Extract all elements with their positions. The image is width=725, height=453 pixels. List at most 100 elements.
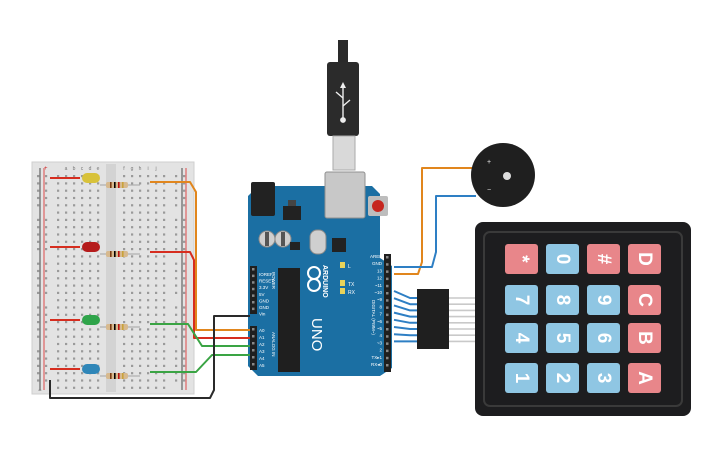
pin-label: ~6 bbox=[377, 319, 383, 324]
usb-cable-strain bbox=[338, 40, 348, 64]
keypad-key[interactable] bbox=[505, 323, 538, 353]
keypad-key-label: # bbox=[593, 254, 614, 265]
usb-cable bbox=[327, 40, 359, 171]
keypad-connector bbox=[417, 289, 449, 349]
power-jack bbox=[251, 182, 275, 216]
keypad-key[interactable] bbox=[546, 285, 579, 315]
led-rx-label: RX bbox=[348, 290, 356, 296]
wire-red-led-a1 bbox=[150, 251, 250, 339]
keypad-key[interactable] bbox=[587, 323, 620, 353]
column-letter: c bbox=[81, 166, 84, 172]
arduino-model-text: UNO bbox=[308, 318, 325, 351]
wire-blue-led-a3 bbox=[150, 354, 250, 373]
pin-label: 13 bbox=[377, 268, 383, 273]
column-letter: b bbox=[73, 166, 76, 172]
column-letter: f bbox=[123, 166, 125, 172]
keypad-key[interactable] bbox=[628, 244, 661, 274]
buzzer-hole bbox=[503, 172, 511, 180]
keypad-key[interactable] bbox=[505, 363, 538, 393]
buzzer-minus-label: − bbox=[487, 187, 491, 194]
keypad-connector-pins bbox=[449, 297, 476, 343]
keypad-key-label: A bbox=[634, 371, 655, 385]
wire-buzzer-minus bbox=[394, 195, 476, 268]
pin-label: TX▸1 bbox=[371, 355, 382, 360]
usb-icon bbox=[335, 82, 351, 123]
keypad-key[interactable] bbox=[546, 323, 579, 353]
keypad-key[interactable] bbox=[628, 285, 661, 315]
pin-label: ~10 bbox=[374, 290, 382, 295]
keypad-key[interactable] bbox=[628, 323, 661, 353]
resistor bbox=[106, 373, 128, 379]
column-letter: g bbox=[131, 166, 134, 172]
keypad-key-label: * bbox=[511, 255, 532, 263]
keypad-key[interactable] bbox=[505, 244, 538, 274]
keypad-key-label: 8 bbox=[552, 295, 573, 306]
resistor bbox=[106, 251, 128, 257]
analog-section-label: ANALOG IN bbox=[271, 332, 276, 357]
pin-label: ~11 bbox=[375, 283, 383, 288]
digital-section-label: DIGITAL (PWM~) bbox=[371, 300, 376, 335]
crystal-oscillator bbox=[309, 229, 327, 255]
wire-green-led-a2 bbox=[150, 323, 250, 347]
keypad-key-label: 6 bbox=[593, 333, 614, 344]
reset-button-cap bbox=[372, 200, 384, 212]
keypad-key-label: C bbox=[634, 293, 655, 307]
keypad-key[interactable] bbox=[587, 244, 620, 274]
led-group bbox=[50, 173, 140, 379]
rail-minus-label: − bbox=[38, 388, 42, 394]
keypad-key-label: 5 bbox=[552, 333, 573, 344]
led-green bbox=[82, 315, 100, 325]
piezo-buzzer: + − bbox=[471, 143, 535, 207]
arduino-brand-text: ARDUINO bbox=[321, 265, 328, 298]
resistor bbox=[106, 324, 128, 330]
keypad-key[interactable] bbox=[546, 244, 579, 274]
keypad-key-label: B bbox=[634, 331, 655, 345]
buzzer-plus-label: + bbox=[487, 159, 491, 166]
keypad-key[interactable] bbox=[628, 363, 661, 393]
breadboard-center-channel bbox=[106, 164, 116, 392]
resistor bbox=[106, 182, 128, 188]
led-rx bbox=[340, 288, 345, 294]
breadboard-holes bbox=[37, 175, 186, 389]
pin-label: IOREF bbox=[259, 272, 273, 277]
keypad-key[interactable] bbox=[587, 363, 620, 393]
keypad-key-label: D bbox=[634, 252, 655, 266]
keypad-key-label: 0 bbox=[552, 254, 573, 265]
usb-controller-chip bbox=[332, 238, 346, 252]
pin-label: 2 bbox=[379, 348, 382, 353]
keypad-key[interactable] bbox=[546, 363, 579, 393]
keypad-key-label: 4 bbox=[511, 333, 532, 344]
led-yellow bbox=[82, 173, 100, 183]
wire-keypad-5 bbox=[393, 326, 418, 330]
wire-keypad-0 bbox=[393, 290, 418, 299]
column-letter: e bbox=[97, 166, 100, 172]
led-blue bbox=[82, 364, 100, 374]
column-letter: a bbox=[65, 166, 68, 172]
pin-label: AREF bbox=[370, 254, 382, 259]
pin-label: 8 bbox=[379, 304, 382, 309]
usb-metal-connector bbox=[332, 135, 356, 171]
buzzer-body bbox=[471, 143, 535, 207]
keypad-key[interactable] bbox=[505, 285, 538, 315]
pin-label: A0 bbox=[259, 328, 265, 333]
column-letter: i bbox=[147, 166, 148, 172]
pin-label: ~9 bbox=[377, 297, 383, 302]
voltage-regulator bbox=[283, 206, 301, 220]
pin-label: GND bbox=[372, 261, 383, 266]
led-tx-label: TX bbox=[348, 282, 355, 288]
pin-label: 7 bbox=[379, 312, 382, 317]
wire-keypad-1 bbox=[393, 297, 418, 306]
keypad-key-label: 9 bbox=[593, 295, 614, 306]
rail-plus-label: + bbox=[44, 166, 48, 172]
column-letter: h bbox=[139, 166, 142, 172]
pin-label: RESET bbox=[259, 279, 274, 284]
keypad-key[interactable] bbox=[587, 285, 620, 315]
led-tx bbox=[340, 280, 345, 286]
pin-label: Vin bbox=[259, 312, 266, 317]
usb-b-port bbox=[324, 171, 366, 219]
wire-keypad-6 bbox=[393, 333, 418, 337]
